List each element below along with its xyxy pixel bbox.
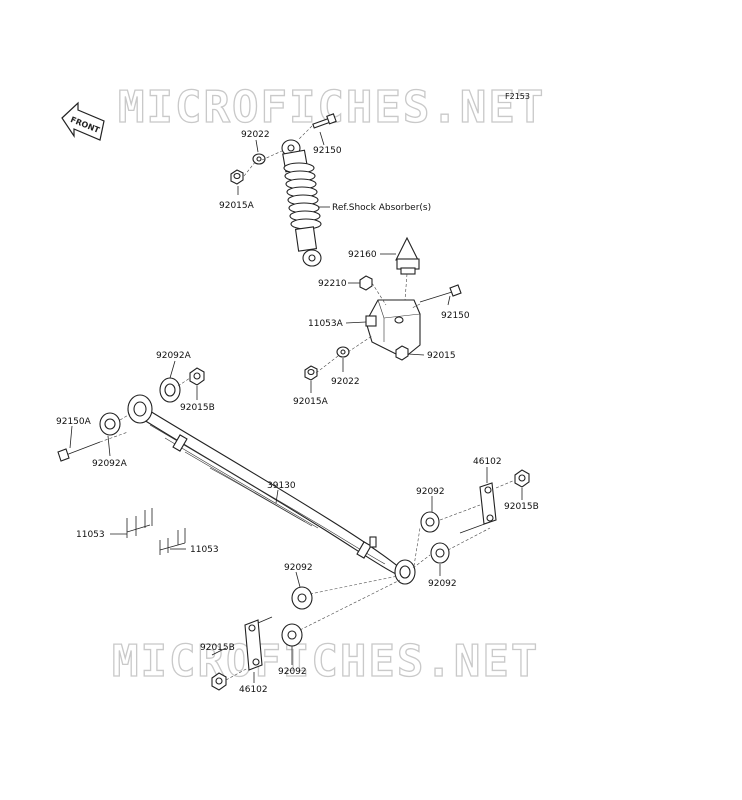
label-92092-r2: 92092 (428, 579, 457, 589)
label-92015B-right: 92015B (504, 502, 539, 512)
label-92150-mid: 92150 (441, 311, 470, 321)
label-92092A-bottom: 92092A (92, 459, 128, 469)
label-92015B-left: 92015B (180, 403, 215, 413)
label-92092A-top: 92092A (156, 351, 192, 361)
label-11053-b: 11053 (190, 545, 219, 555)
assembly-lines (99, 125, 516, 681)
shackle-46102-bottom (244, 616, 273, 671)
nut-92015-mid (395, 345, 409, 361)
nut-92015B-left (189, 367, 205, 386)
label-92015A-mid: 92015A (293, 397, 329, 407)
leader-lines (69, 131, 523, 683)
label-39130: 39130 (267, 481, 296, 491)
shock-absorber (281, 113, 337, 267)
nut-92015A-mid (304, 365, 318, 381)
bushing-92092-c (291, 586, 313, 610)
nut-92015B-bottom (211, 672, 227, 691)
label-92022-mid: 92022 (331, 377, 360, 387)
shackle-46102-right (479, 482, 497, 525)
label-92015A-top: 92015A (219, 201, 255, 211)
label-92092-d: 92092 (278, 667, 307, 677)
label-46102-right: 46102 (473, 457, 502, 467)
watermark-bottom: MICROFICHES.NET (112, 636, 539, 687)
leaf-spring-39130 (127, 399, 401, 575)
bump-stop-92160 (395, 236, 420, 275)
washer-92022-mid (336, 346, 350, 358)
label-92022-top: 92022 (241, 130, 270, 140)
bushing-92092-r1 (420, 511, 440, 533)
label-shock-ref: Ref.Shock Absorber(s) (332, 203, 431, 213)
nut-92015B-right (514, 469, 530, 488)
label-11053A: 11053A (308, 319, 344, 329)
label-92092-r1: 92092 (416, 487, 445, 497)
watermark-top: MICROFICHES.NET (118, 82, 545, 133)
nut-92210 (359, 275, 373, 291)
label-92092-c: 92092 (284, 563, 313, 573)
label-46102-bottom: 46102 (239, 685, 268, 695)
bolt-92150-top (312, 113, 337, 129)
label-92150-top: 92150 (313, 146, 342, 156)
bolt-92150A (57, 441, 101, 462)
bushing-92092A-front (99, 377, 181, 436)
figure-code: F2153 (505, 92, 530, 101)
shock-spring (283, 162, 322, 230)
bolt-92150-mid (419, 284, 462, 303)
bolt-shackle-right (459, 521, 491, 534)
label-11053-a: 11053 (76, 530, 105, 540)
u-bolt-11053-b (159, 528, 186, 555)
u-bolt-11053-a (126, 508, 153, 538)
bushing-92092-d (281, 623, 303, 647)
washer-92022-top (252, 153, 266, 165)
label-92015-mid: 92015 (427, 351, 456, 361)
label-92160: 92160 (348, 250, 377, 260)
label-92015B-bottom: 92015B (200, 643, 235, 653)
label-92150A: 92150A (56, 417, 92, 427)
nut-92015A-top (230, 169, 244, 185)
front-arrow-icon: FRONT (61, 101, 105, 141)
bracket-11053A (365, 299, 421, 359)
bushing-92092-r2 (430, 542, 450, 564)
rear-eye (394, 559, 416, 585)
label-92210: 92210 (318, 279, 347, 289)
